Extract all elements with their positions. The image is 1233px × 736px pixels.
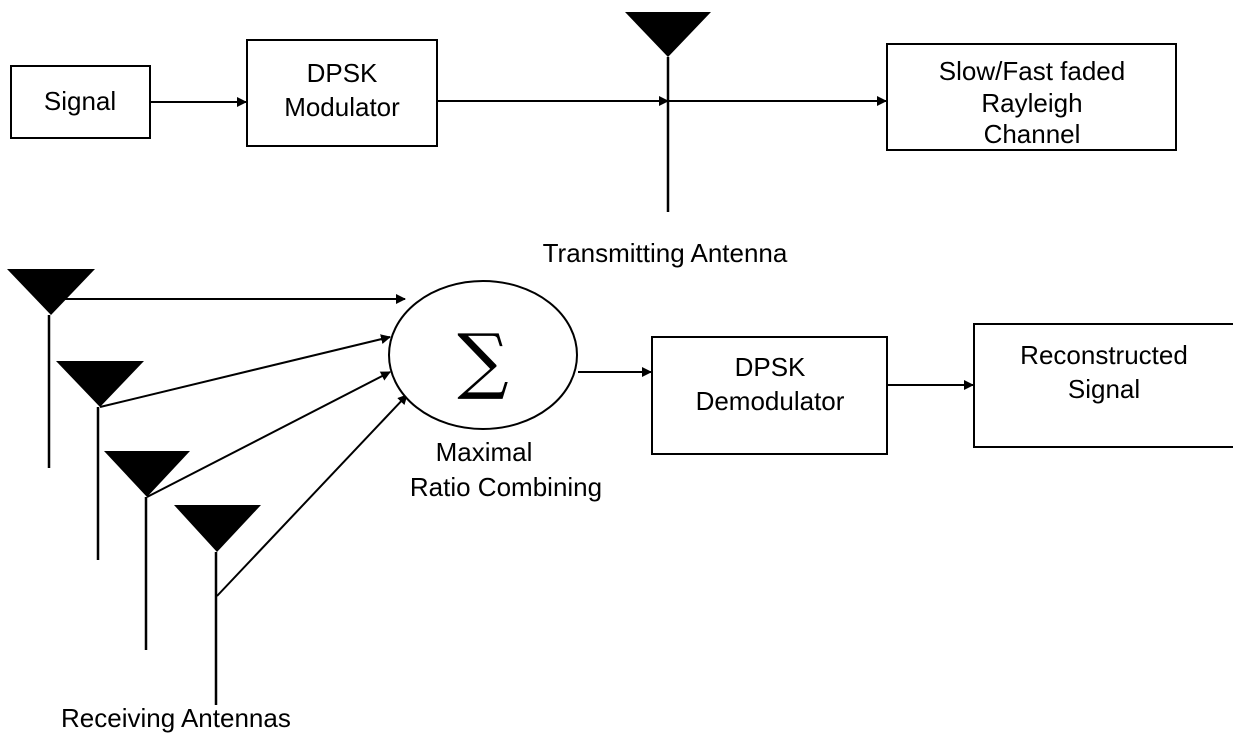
receiving-antenna-1 [7,269,95,468]
channel-label-line1: Slow/Fast faded [939,56,1125,86]
antenna-icon [7,269,95,315]
arrow-antenna3-to-combiner [146,371,391,498]
receiving-antenna-3 [104,451,190,650]
antenna-icon [104,451,190,497]
reconstructed-label-line1: Reconstructed [1020,340,1188,370]
receiving-antenna-4 [174,505,261,705]
dpsk-modulator-label-line1: DPSK [307,58,378,88]
signal-label: Signal [44,86,116,116]
antenna-icon [625,12,711,57]
antenna-icon [174,505,261,552]
reconstructed-label-line2: Signal [1068,374,1140,404]
antenna-icon [56,361,144,407]
channel-label-line3: Channel [984,119,1081,149]
dpsk-demodulator-block: DPSK Demodulator [651,336,888,455]
arrow-antenna4-to-combiner [216,394,408,597]
reconstructed-signal-block: Reconstructed Signal [973,323,1233,448]
receiving-antennas-label: Receiving Antennas [61,703,291,733]
rayleigh-channel-block: Slow/Fast faded Rayleigh Channel [886,43,1177,151]
mrc-combiner: ∑ [388,280,578,430]
dpsk-demodulator-label-line2: Demodulator [696,386,845,416]
channel-label-line2: Rayleigh [981,88,1082,118]
combiner-label-line1: Maximal [436,437,533,467]
dpsk-demodulator-label-line1: DPSK [735,352,806,382]
combiner-label-line2: Ratio Combining [410,472,602,502]
dpsk-modulator-label-line2: Modulator [284,92,400,122]
signal-block: Signal [10,65,151,139]
arrow-antenna2-to-combiner [99,334,391,408]
receiving-antenna-2 [56,361,144,560]
dpsk-modulator-block: DPSK Modulator [246,39,438,147]
summation-symbol: ∑ [457,318,508,402]
transmitting-antenna-label: Transmitting Antenna [543,238,788,268]
transmitting-antenna [625,12,711,212]
